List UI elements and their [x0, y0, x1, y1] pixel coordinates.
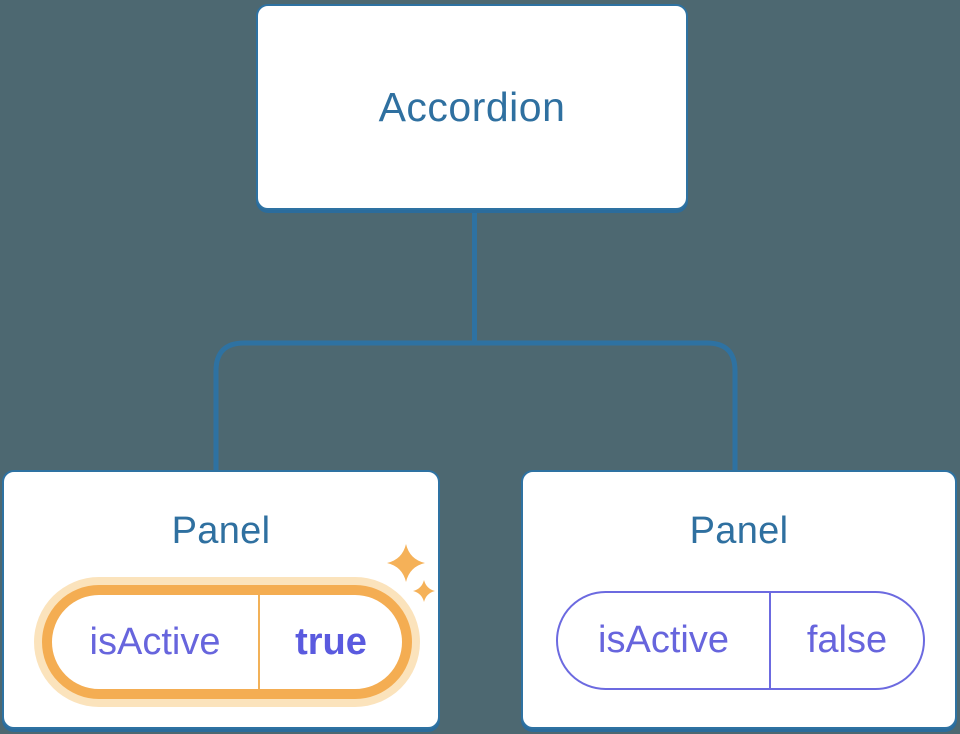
- state-value-label: true: [295, 620, 367, 663]
- state-value-cell: true: [260, 595, 402, 689]
- panel-node-label: Panel: [689, 510, 789, 552]
- panel-node-inactive: Panel isActive false: [521, 470, 957, 729]
- state-key-cell: isActive: [52, 595, 260, 689]
- state-key-cell: isActive: [558, 593, 771, 688]
- panel-node-active: Panel isActive true: [2, 470, 440, 729]
- accordion-node-label: Accordion: [378, 83, 566, 130]
- state-value-cell: false: [771, 593, 923, 688]
- state-key-label: isActive: [598, 619, 729, 661]
- state-value-label: false: [806, 619, 888, 661]
- panel-node-label: Panel: [171, 510, 271, 552]
- state-key-label: isActive: [89, 620, 221, 663]
- state-pill-inactive: isActive false: [556, 591, 925, 690]
- accordion-node: Accordion: [256, 4, 688, 210]
- connector-branch: [213, 340, 738, 470]
- state-pill-active: isActive true: [42, 585, 412, 699]
